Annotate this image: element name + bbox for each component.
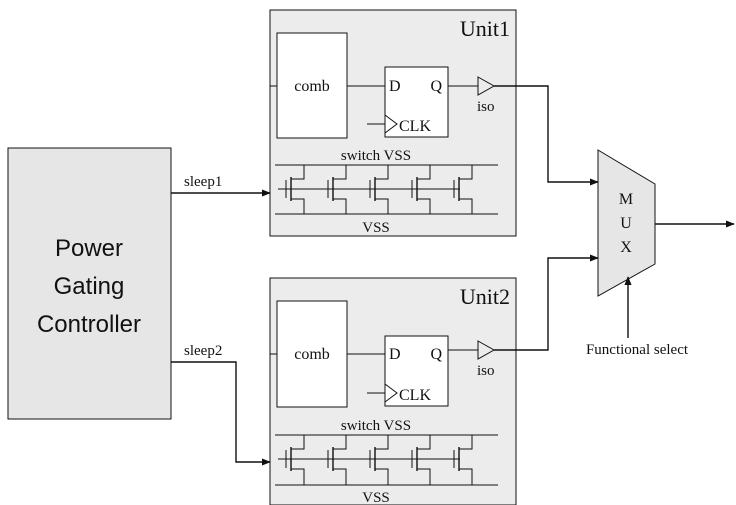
- unit1-ff-clk: CLK: [399, 118, 431, 135]
- unit2-switch-transistor: [453, 435, 473, 485]
- unit1-comb-box: [276, 32, 348, 139]
- controller-label-line2: Gating: [54, 273, 125, 300]
- unit2-ff-clk: CLK: [399, 387, 431, 404]
- unit2-clk-triangle: [384, 383, 398, 403]
- mux-letter-u: U: [620, 215, 632, 232]
- unit1-switch-transistor: [453, 165, 473, 214]
- unit1-switch-vss-label: switch VSS: [341, 148, 411, 164]
- unit2-switch-transistor: [369, 435, 389, 485]
- controller-box: [7, 147, 172, 420]
- unit2-comb-label: comb: [294, 346, 330, 363]
- unit2-to-mux-wire: [494, 254, 599, 351]
- sleep2-label: sleep2: [184, 343, 222, 359]
- mux-shape: [597, 149, 656, 297]
- power-gating-controller: Power Gating Controller: [7, 147, 172, 420]
- unit1-iso-label: iso: [477, 99, 495, 115]
- unit1-switch-transistor: [285, 165, 305, 214]
- unit2-switch-transistor: [411, 435, 431, 485]
- unit1-iso-buffer: [477, 76, 496, 96]
- unit2-iso-label: iso: [477, 363, 495, 379]
- mux: M U X: [597, 149, 656, 297]
- unit1-to-mux-wire: [494, 85, 599, 186]
- sleep2-wire: [171, 361, 271, 466]
- functional-select-label: Functional select: [586, 342, 689, 358]
- sleep1-label: sleep1: [184, 174, 222, 190]
- unit2-comb-box: [276, 300, 348, 408]
- unit1-clk-triangle: [384, 114, 398, 134]
- controller-label-line1: Power: [55, 235, 123, 262]
- wires: sleep1 sleep2 Functional select: [171, 85, 735, 466]
- unit1-vss-label: VSS: [362, 220, 390, 236]
- unit2-title: Unit2: [460, 284, 510, 309]
- unit2-sleep-transistors: [278, 435, 473, 485]
- unit2-iso-buffer: [477, 340, 496, 360]
- unit2-ff-q: Q: [430, 346, 442, 363]
- unit1-sleep-transistors: [278, 165, 473, 214]
- unit1-title: Unit1: [460, 16, 510, 41]
- unit2: Unit2 comb D Q CLK iso switch VSS VSS: [269, 277, 517, 505]
- unit1-switch-transistor: [327, 165, 347, 214]
- unit1-comb-label: comb: [294, 78, 330, 95]
- unit2-ff-d: D: [389, 346, 401, 363]
- unit2-switch-vss-label: switch VSS: [341, 418, 411, 434]
- unit2-vss-label: VSS: [362, 490, 390, 505]
- mux-letter-m: M: [619, 191, 633, 208]
- unit1-switch-transistor: [369, 165, 389, 214]
- unit2-switch-transistor: [327, 435, 347, 485]
- unit1-ff-q: Q: [430, 78, 442, 95]
- unit2-switch-transistor: [285, 435, 305, 485]
- unit1-ff-d: D: [389, 78, 401, 95]
- unit1-switch-transistor: [411, 165, 431, 214]
- controller-label-line3: Controller: [37, 311, 141, 338]
- unit1: Unit1 comb D Q CLK iso switch VSS VSS: [269, 9, 517, 237]
- mux-letter-x: X: [620, 239, 632, 256]
